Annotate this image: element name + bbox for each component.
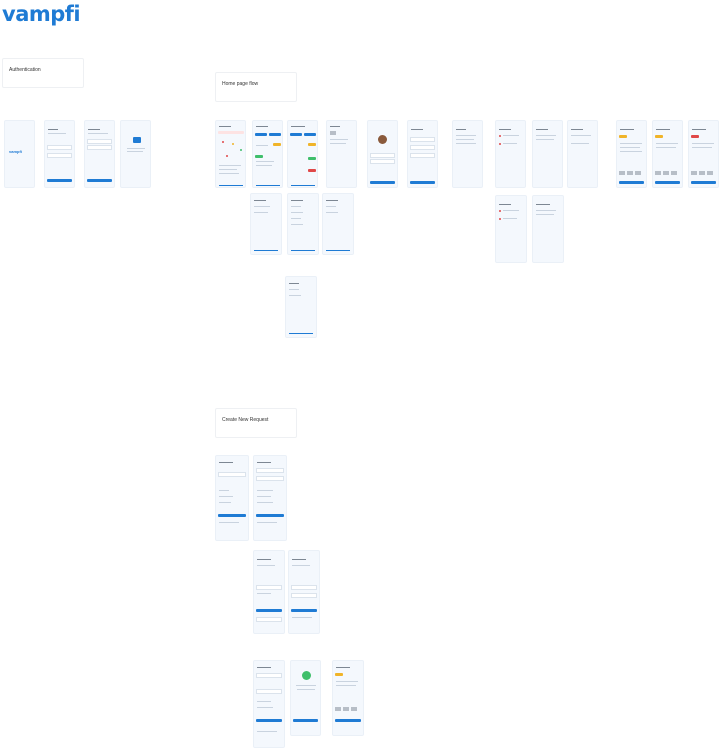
screen-filter-3[interactable] [322, 193, 354, 255]
checkmark-icon [302, 671, 311, 680]
screen-create-request-4[interactable] [288, 550, 320, 634]
screen-create-request-3[interactable] [253, 550, 285, 634]
section-title-home-page-flow: Home page flow [222, 81, 259, 87]
section-card-home-page-flow[interactable]: Home page flow [215, 72, 297, 102]
section-title-create-new-request: Create New Request [222, 417, 269, 423]
screen-create-request-2[interactable] [253, 455, 287, 541]
avatar [378, 135, 387, 144]
brand-logo: vampfi [2, 2, 81, 26]
screen-filter-1[interactable] [250, 193, 282, 255]
screen-request-success[interactable] [290, 660, 321, 736]
screen-home-list[interactable] [252, 120, 283, 188]
screen-home-list-2[interactable] [287, 120, 318, 188]
screen-home-dashboard[interactable] [215, 120, 246, 188]
splash-logo: vampfi [9, 149, 22, 154]
section-card-authentication[interactable]: Authentication [2, 58, 84, 88]
screen-create-request-1[interactable] [215, 455, 249, 541]
screen-filter-4[interactable] [285, 276, 317, 338]
screen-notifications-2[interactable] [495, 195, 527, 263]
section-card-create-new-request[interactable]: Create New Request [215, 408, 297, 438]
screen-auth-email-sent[interactable] [120, 120, 151, 188]
section-title-authentication: Authentication [9, 67, 41, 73]
screen-request-detail-1[interactable] [616, 120, 647, 188]
screen-settings[interactable] [452, 120, 483, 188]
screen-profile[interactable] [367, 120, 398, 188]
screen-home-menu[interactable] [326, 120, 357, 188]
screen-messages[interactable] [532, 120, 563, 188]
screen-request-summary[interactable] [332, 660, 364, 736]
screen-auth-signup[interactable] [84, 120, 115, 188]
mail-icon [133, 137, 141, 143]
screen-create-request-5[interactable] [253, 660, 285, 748]
screen-filter-2[interactable] [287, 193, 319, 255]
screen-edit-profile[interactable] [407, 120, 438, 188]
screen-auth-splash[interactable]: vampfi [4, 120, 35, 188]
screen-request-detail-3[interactable] [688, 120, 719, 188]
screen-request-detail-2[interactable] [652, 120, 683, 188]
screen-chat[interactable] [567, 120, 598, 188]
screen-messages-2[interactable] [532, 195, 564, 263]
screen-notifications[interactable] [495, 120, 526, 188]
screen-auth-login[interactable] [44, 120, 75, 188]
